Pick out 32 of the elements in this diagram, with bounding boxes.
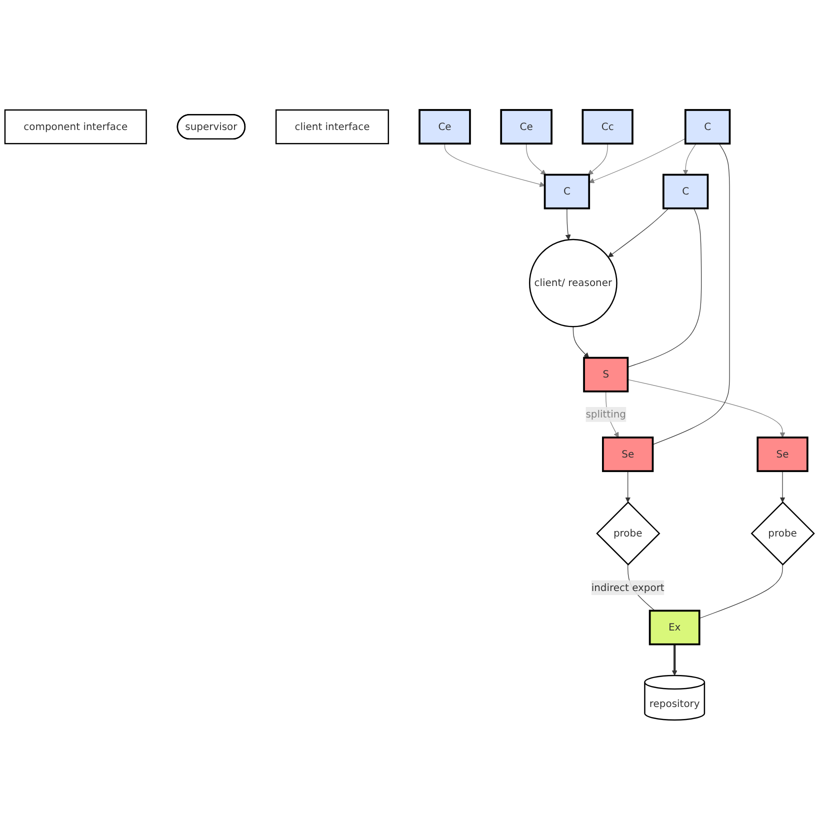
node-box: Cc <box>582 109 634 145</box>
arrow <box>780 470 786 502</box>
arrow <box>588 138 686 184</box>
node-box: Se <box>756 436 808 472</box>
connector <box>699 564 783 619</box>
node-box: S <box>583 356 629 392</box>
arrow <box>608 208 669 258</box>
node-box: component interface <box>4 109 147 144</box>
node-diamond: probe <box>596 501 660 566</box>
node-box: client interface <box>275 109 390 144</box>
node-circle: client/ reasoner <box>528 238 618 328</box>
edge-label: indirect export <box>591 581 664 594</box>
edge-label: splitting <box>586 408 626 420</box>
arrow <box>682 143 696 175</box>
connector <box>652 143 730 445</box>
arrow <box>526 143 546 175</box>
connector <box>627 208 702 368</box>
node-box: Ce <box>418 109 471 145</box>
arrow <box>565 208 571 240</box>
node-box: C <box>662 174 709 210</box>
node-box: Ce <box>500 109 552 145</box>
arrow <box>444 143 546 188</box>
node-box: C <box>684 109 731 145</box>
arrow <box>627 379 786 438</box>
arrow <box>588 143 608 175</box>
node-diamond: probe <box>750 501 815 566</box>
arrow <box>625 470 631 502</box>
arrow <box>672 644 678 676</box>
node-box: Ex <box>648 610 700 646</box>
arrow <box>572 326 590 358</box>
node-box: Se <box>602 436 654 472</box>
node-box: C <box>544 174 590 210</box>
